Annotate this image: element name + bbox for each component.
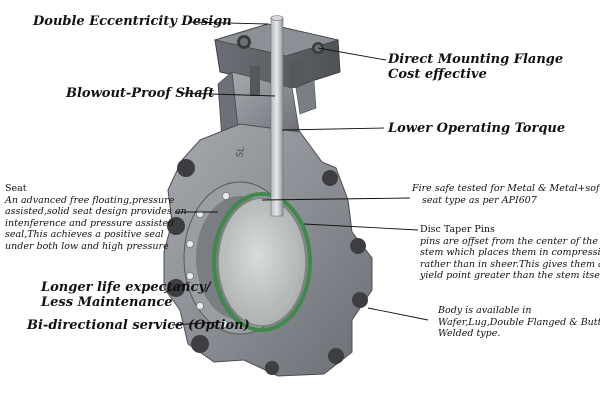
svg-text:SL: SL <box>235 146 247 158</box>
disc-taper-line3: rather than in sheer.This gives them a <box>420 258 600 270</box>
body-line3: Welded type. <box>438 328 501 339</box>
seat-line2: assisted,solid seat design provides an <box>5 206 187 217</box>
label-seat: Seat An advanced free floating,pressure … <box>5 183 187 252</box>
seat-line4: seal,This achieves a positive seal <box>5 229 164 240</box>
label-direct-mounting-line2: Cost effective <box>388 67 487 82</box>
label-bidirectional: Bi-directional service (Option) <box>27 318 250 333</box>
seat-title: Seat <box>5 183 27 194</box>
label-disc-taper-pins: Disc Taper Pins pins are offset from the… <box>420 224 600 282</box>
label-fire-safe-line1: Fire safe tested for Metal & Metal+soft <box>412 183 600 194</box>
disc-taper-title: Disc Taper Pins <box>420 224 495 235</box>
body-line2: Wafer,Lug,Double Flanged & Butt <box>438 316 600 328</box>
seat-line3: intenference and pressure assisted <box>5 217 175 229</box>
seat-line1: An advanced free floating,pressure <box>5 194 175 206</box>
label-longer-life: Longer life expectancy/ Less Maintenance <box>41 280 211 310</box>
seat-line5: under both low and high pressure <box>5 240 169 252</box>
body-line1: Body is available in <box>438 305 532 316</box>
disc-taper-line4: yield point greater than the stem itself… <box>420 270 600 281</box>
disc-taper-line1: pins are offset from the center of the <box>420 235 599 247</box>
label-double-eccentricity: Double Eccentricity Design <box>33 14 232 29</box>
label-blowout-proof: Blowout-Proof Shaft <box>66 86 215 101</box>
shaft <box>270 17 284 217</box>
label-longer-life-line2: Less Maintenance <box>41 295 173 310</box>
label-fire-safe-line2: seat type as per API607 <box>422 194 537 206</box>
label-longer-life-line1: Longer life expectancy/ <box>41 280 211 295</box>
disc-taper-line2: stem which places them in compression <box>420 247 600 258</box>
leader-lines <box>163 21 429 326</box>
label-body-types: Body is available in Wafer,Lug,Double Fl… <box>438 305 600 340</box>
disc <box>217 197 307 327</box>
seat-ring <box>212 192 312 332</box>
label-fire-safe: Fire safe tested for Metal & Metal+soft … <box>412 183 600 206</box>
label-lower-torque: Lower Operating Torque <box>388 121 566 136</box>
label-direct-mounting: Direct Mounting Flange Cost effective <box>388 52 563 82</box>
label-direct-mounting-line1: Direct Mounting Flange <box>388 52 564 67</box>
